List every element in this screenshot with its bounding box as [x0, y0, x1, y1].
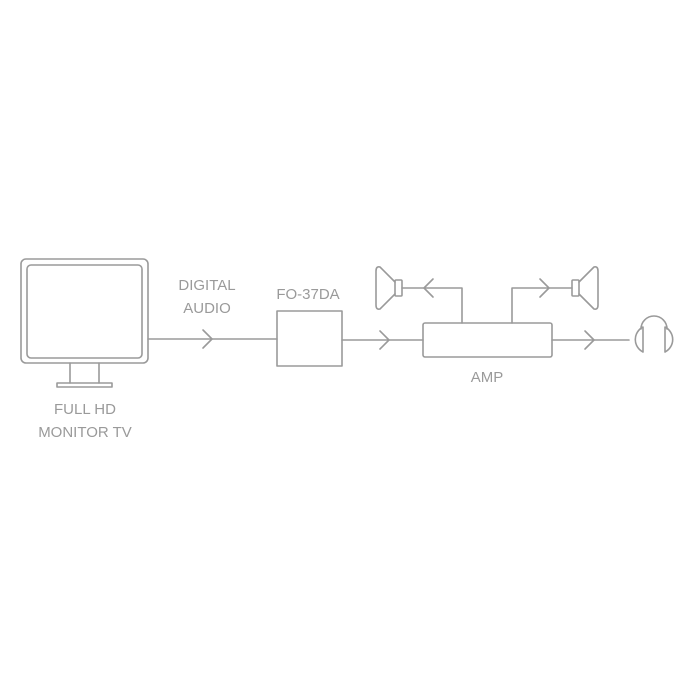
converter-label: FO-37DA: [276, 286, 340, 303]
amp-box: [422, 322, 553, 358]
arrow-right-icon: [379, 330, 390, 350]
connection-amp-to-right-speaker: [511, 287, 573, 324]
headphones-icon: [634, 315, 674, 353]
arrow-left-icon: [423, 278, 434, 298]
arrow-right-icon: [202, 329, 213, 349]
monitor-label-line2: MONITOR TV: [38, 424, 132, 441]
amp-label: AMP: [470, 369, 504, 386]
signal-label-line2: AUDIO: [183, 300, 231, 317]
converter-box: [276, 310, 343, 367]
connection-amp-to-left-speaker: [401, 287, 463, 324]
arrow-right-icon: [539, 278, 550, 298]
monitor-icon: [20, 258, 149, 388]
signal-label: DIGITAL AUDIO: [178, 274, 235, 320]
monitor-label: FULL HD MONITOR TV: [38, 398, 132, 444]
speaker-left-icon: [375, 266, 403, 310]
arrow-right-icon: [584, 330, 595, 350]
speaker-right-icon: [571, 266, 599, 310]
signal-label-line1: DIGITAL: [178, 277, 236, 294]
monitor-label-line1: FULL HD: [54, 401, 116, 418]
